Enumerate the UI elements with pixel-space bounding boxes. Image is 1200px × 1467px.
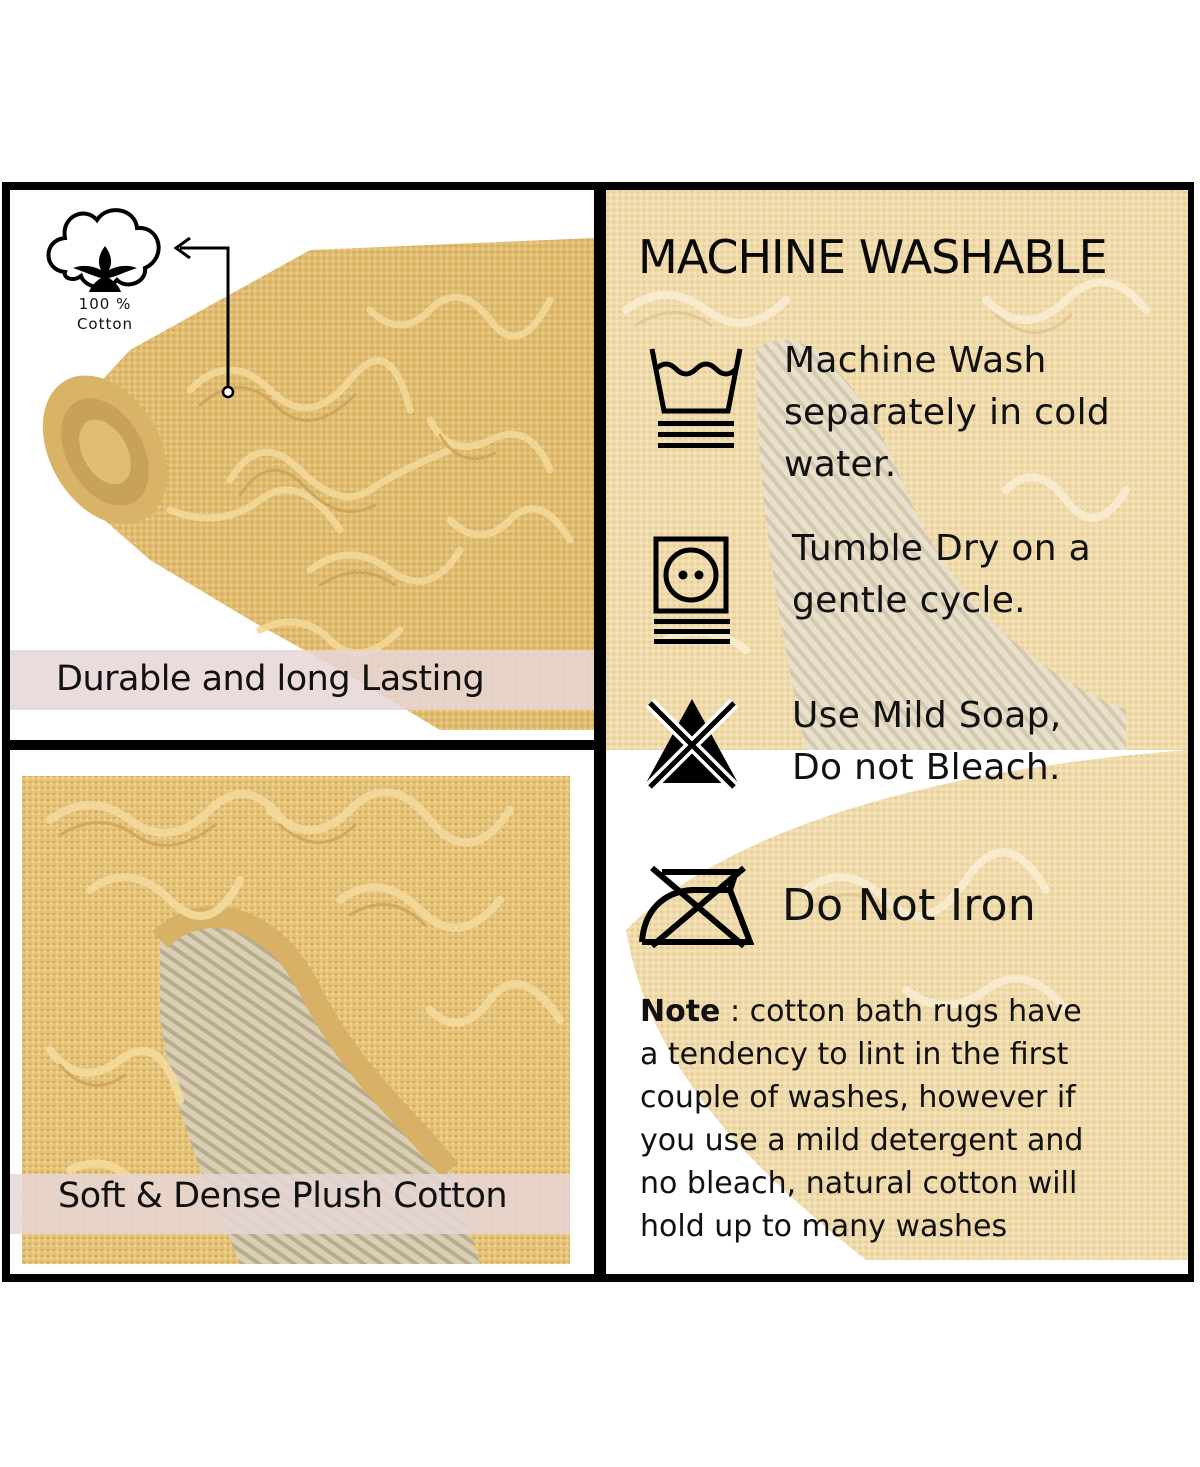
cotton-badge: 100 % Cotton	[40, 202, 170, 342]
care-line: separately in cold	[784, 392, 1111, 433]
care-line: Tumble Dry on a	[792, 528, 1091, 569]
machine-washable-title: MACHINE WASHABLE	[638, 230, 1108, 284]
note-label: Note	[640, 994, 721, 1029]
care-line: Machine Wash	[784, 340, 1047, 381]
no-bleach-icon	[645, 698, 739, 791]
note-line: no bleach, natural cotton will	[640, 1166, 1078, 1201]
no-iron-icon	[639, 865, 754, 948]
care-line: Do not Bleach.	[792, 747, 1061, 788]
care-line: water.	[784, 444, 897, 485]
tumble-dry-icon	[653, 536, 730, 644]
note-line: couple of washes, however if	[640, 1080, 1076, 1115]
care-text-dry: Tumble Dry on a gentle cycle.	[792, 523, 1091, 627]
care-text-iron: Do Not Iron	[782, 880, 1036, 932]
caption-durable: Durable and long Lasting	[56, 659, 485, 699]
note-line: a tendency to lint in the first	[640, 1037, 1069, 1072]
note-line: hold up to many washes	[640, 1209, 1008, 1244]
care-line: Use Mild Soap,	[792, 695, 1062, 736]
caption-band	[10, 650, 594, 710]
cotton-percent: 100 %	[78, 295, 132, 313]
softness-panel: Soft & Dense Plush Cotton	[10, 750, 594, 1274]
caption-band	[10, 1174, 570, 1234]
care-line: Do Not Iron	[782, 880, 1037, 931]
infographic-frame: 100 % Cotton Durable and long Lasting	[2, 182, 1194, 1282]
cotton-label: Cotton	[76, 315, 134, 333]
care-instructions-panel: MACHINE WASHABLE Machine Wash separately…	[606, 190, 1188, 1274]
machine-wash-icon	[649, 348, 743, 448]
care-note: Note : cotton bath rugs have a tendency …	[640, 990, 1170, 1248]
note-line: you use a mild detergent and	[640, 1123, 1084, 1158]
cotton-boll-icon	[46, 208, 161, 292]
care-text-bleach: Use Mild Soap, Do not Bleach.	[792, 690, 1062, 794]
durability-panel: 100 % Cotton Durable and long Lasting	[10, 190, 594, 740]
rug-background-image	[606, 190, 1188, 1274]
rolled-rug-image	[42, 236, 594, 730]
note-line-first: Note : cotton bath rugs have	[640, 990, 1170, 1033]
care-line: gentle cycle.	[792, 580, 1026, 621]
care-text-wash: Machine Wash separately in cold water.	[784, 335, 1110, 491]
caption-soft: Soft & Dense Plush Cotton	[58, 1176, 508, 1216]
note-line: : cotton bath rugs have	[720, 994, 1082, 1029]
